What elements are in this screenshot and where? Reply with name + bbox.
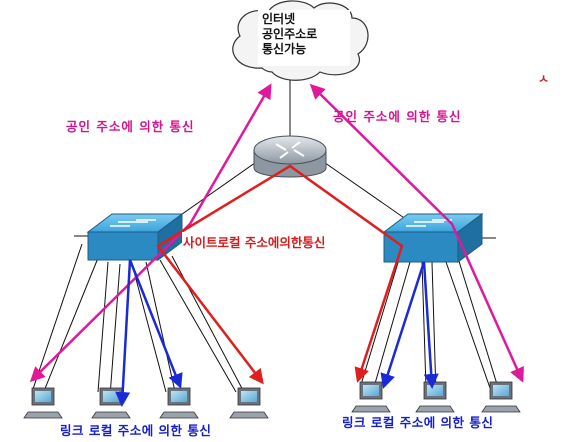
link-local-label: 링크 로컬 주소에 의한 통신 (60, 423, 212, 438)
public-address-label: 공인 주소에 의한 통신 (333, 109, 462, 124)
public-address-label: 공인 주소에 의한 통신 (66, 119, 195, 134)
computer-icon (229, 387, 269, 419)
computer-icon (351, 381, 391, 413)
switch-icon (86, 213, 184, 261)
link-local-arrows (115, 259, 439, 407)
computer-icon (415, 381, 455, 413)
site-local-arrows (156, 164, 404, 385)
internet-cloud-icon (232, 0, 369, 81)
computer-icon (91, 387, 131, 419)
computer-icon (481, 381, 521, 413)
cloud-label-line: 공인주소로 (262, 27, 318, 41)
link-local-label: 링크 로컬 주소에 의한 통신 (342, 415, 494, 430)
computer-icon (23, 387, 63, 419)
computer-icon (159, 387, 199, 419)
site-local-label: 사이트로컬 주소에의한통신 (182, 232, 327, 251)
stray-mark: ㅅ (538, 72, 550, 86)
cloud-label-line: 통신가능 (262, 42, 307, 56)
cloud-label: 인터넷 공인주소로 통신가능 (262, 12, 352, 57)
router-icon (253, 135, 327, 178)
cloud-label-line: 인터넷 (262, 12, 296, 26)
public-address-arrows (29, 83, 524, 383)
